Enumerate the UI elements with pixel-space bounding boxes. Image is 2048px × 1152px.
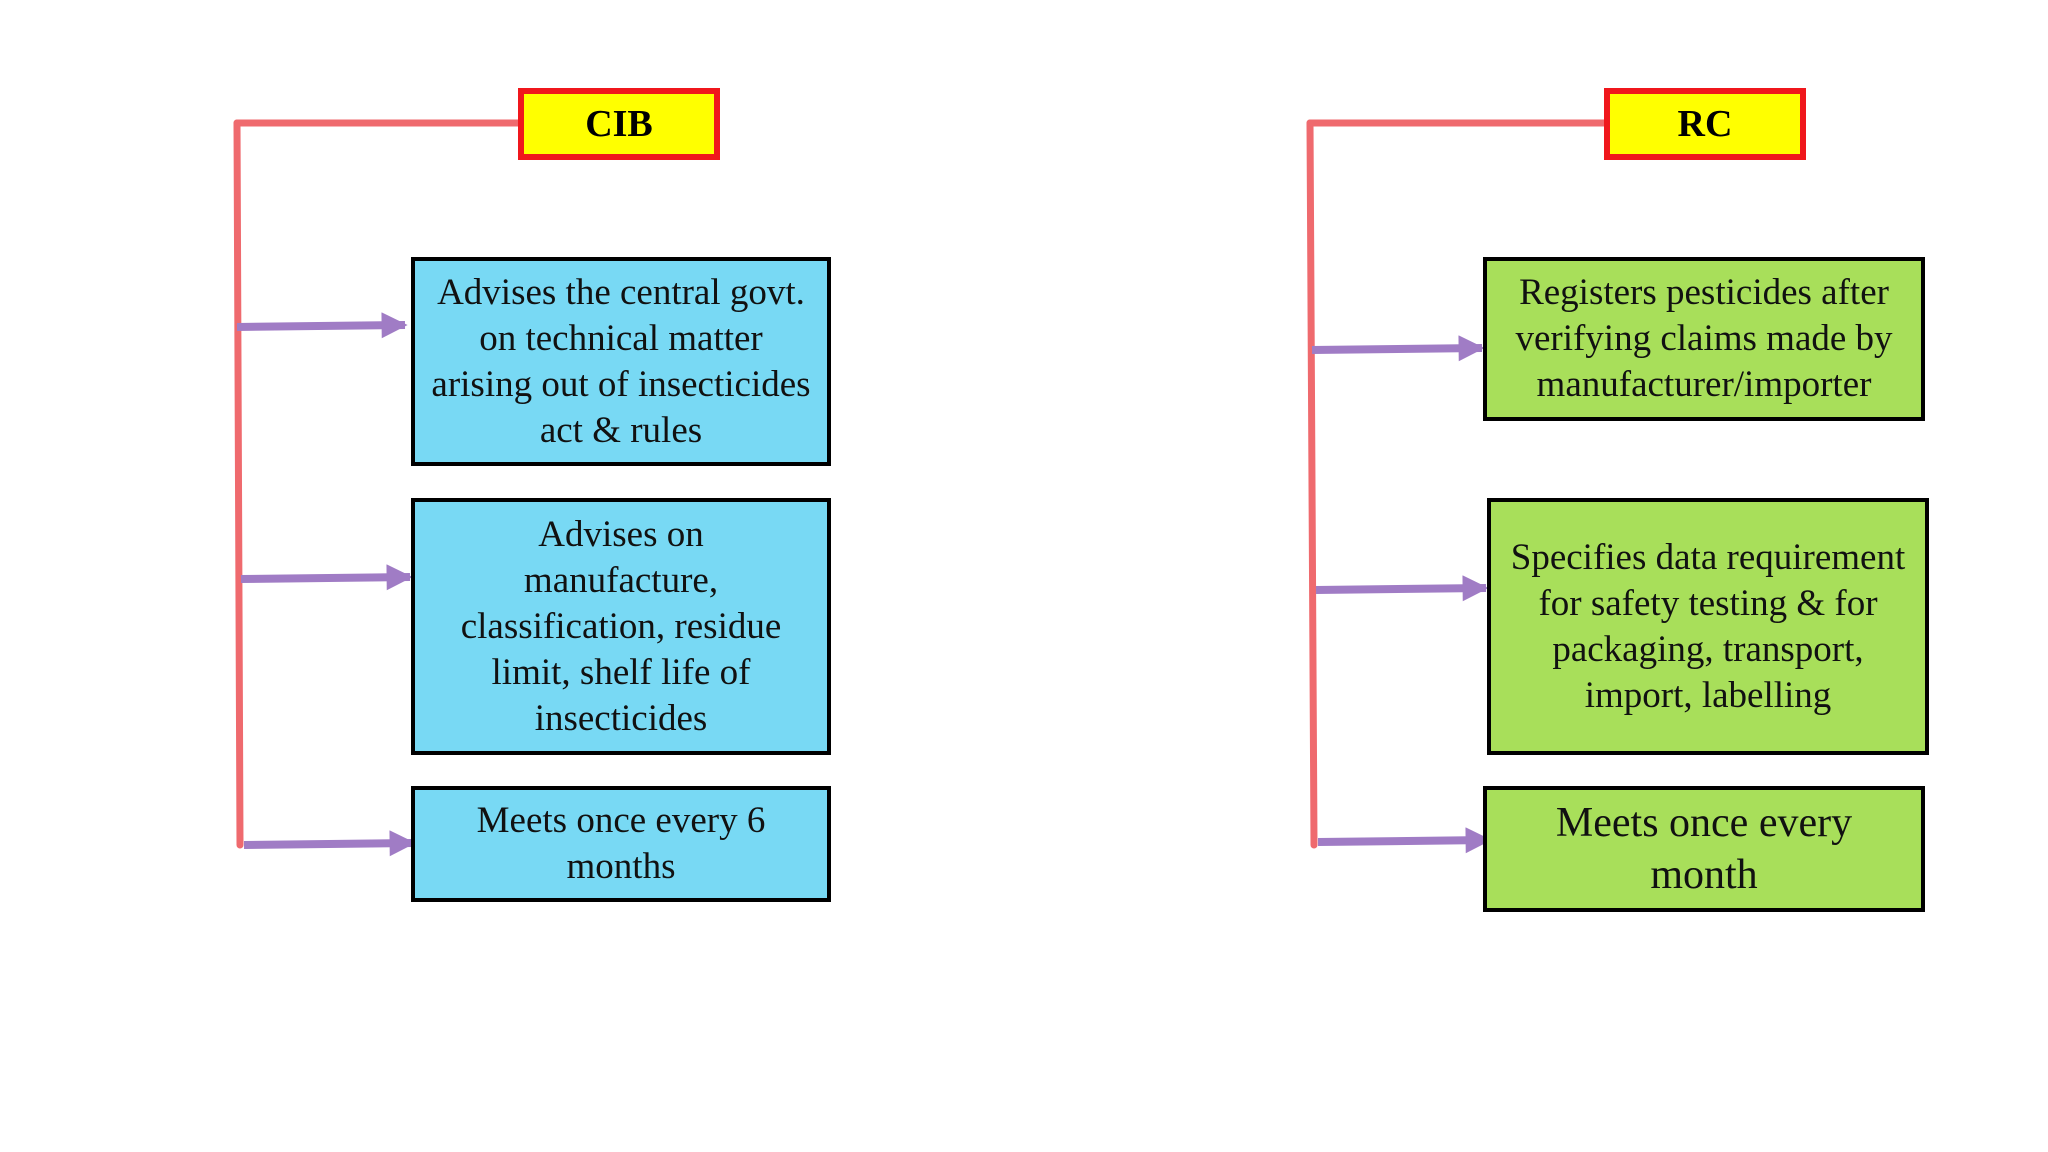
rc-item-2: Specifies data requirement for safety te… [1487, 498, 1929, 755]
cib-item-3-text: Meets once every 6 months [476, 800, 766, 887]
cib-item-3: Meets once every 6 months [411, 786, 831, 902]
rc-arrows [1311, 335, 1492, 854]
cib-item-2-text: Advises on manufacture, classification, … [460, 513, 782, 739]
rc-arrow-1 [1311, 335, 1485, 362]
cib-arrow-2 [240, 564, 413, 591]
cib-arrow-1 [236, 312, 408, 339]
rc-item-1-text: Registers pesticides after verifying cla… [1515, 272, 1893, 405]
rc-item-1: Registers pesticides after verifying cla… [1483, 257, 1925, 421]
cib-title-box: CIB [518, 88, 720, 160]
rc-item-3-text: Meets once every month [1555, 800, 1853, 898]
cib-item-2: Advises on manufacture, classification, … [411, 498, 831, 755]
cib-item-1: Advises the central govt. on technical m… [411, 257, 831, 466]
cib-item-1-text: Advises the central govt. on technical m… [431, 271, 811, 451]
rc-bracket [1306, 119, 1608, 849]
cib-arrows [236, 312, 416, 857]
rc-arrow-2 [1315, 575, 1489, 602]
cib-title: CIB [585, 103, 653, 145]
cib-bracket [233, 119, 522, 849]
cib-arrow-3 [243, 830, 416, 857]
rc-item-3: Meets once every month [1483, 786, 1925, 912]
rc-arrow-3 [1317, 827, 1492, 854]
rc-title: RC [1677, 103, 1733, 145]
rc-title-box: RC [1604, 88, 1806, 160]
rc-item-2-text: Specifies data requirement for safety te… [1510, 536, 1906, 716]
